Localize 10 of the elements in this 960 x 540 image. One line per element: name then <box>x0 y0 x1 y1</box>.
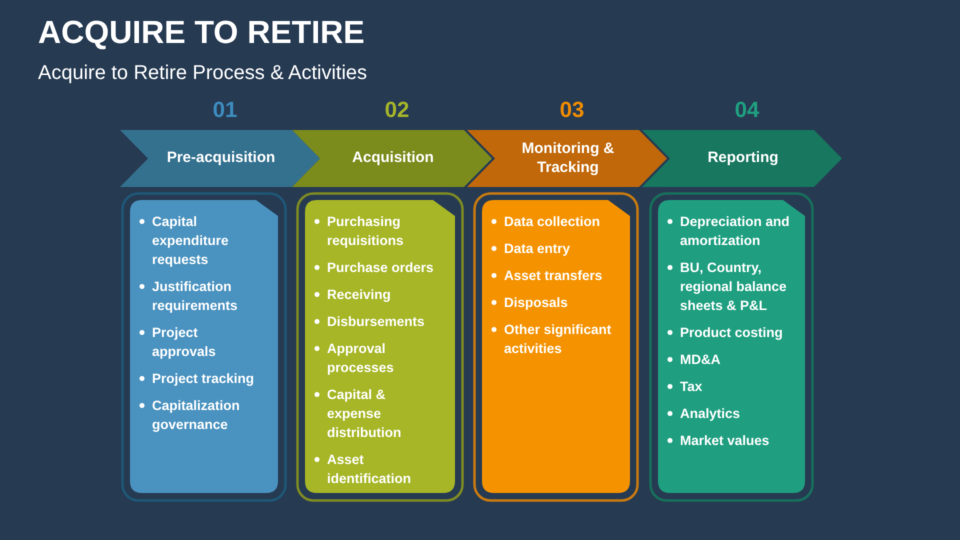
step-number: 03 <box>558 97 586 123</box>
step-label: Pre-acquisition <box>166 149 276 168</box>
title: ACQUIRE TO RETIRE <box>38 14 365 51</box>
subtitle: Acquire to Retire Process & Activities <box>38 62 368 85</box>
step-number: 01 <box>212 97 238 123</box>
step-label: Acquisition <box>352 149 434 168</box>
step-number: 04 <box>734 97 760 123</box>
step-label: Monitoring & Tracking <box>520 140 616 178</box>
step-number: 02 <box>384 97 410 123</box>
step-label: Reporting <box>708 149 778 168</box>
